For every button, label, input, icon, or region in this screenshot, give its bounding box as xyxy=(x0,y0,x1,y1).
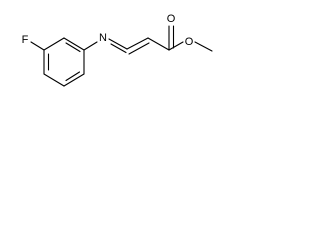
carbonyl-oxygen-atom-label: O xyxy=(167,13,176,25)
ring-bond-4 xyxy=(63,73,85,87)
ester-oxygen-atom-label: O xyxy=(185,36,194,48)
ring-bond-1 xyxy=(43,37,65,51)
methyl-bond xyxy=(194,41,213,52)
ring-bond-5 xyxy=(43,73,65,87)
ring-double-bond-a xyxy=(65,42,81,53)
nitrogen-atom-label: N xyxy=(99,32,107,44)
imine-double-bond-2 xyxy=(110,43,127,54)
ester-oxygen-bond xyxy=(168,41,184,51)
carbon-fluorine-bond xyxy=(30,41,45,51)
imine-double-bond-1 xyxy=(108,38,128,50)
ring-double-bond-b xyxy=(65,71,81,82)
chemical-structure-diagram: F N O O xyxy=(22,13,213,87)
aryl-nitrogen-bond xyxy=(83,41,98,51)
ketene-double-bond-1 xyxy=(126,37,149,50)
ring-bond-2 xyxy=(63,37,85,51)
fluorine-atom-label: F xyxy=(22,34,29,46)
chain-to-carbonyl-bond xyxy=(147,37,170,51)
ketene-double-bond-2 xyxy=(128,42,150,55)
benzene-ring xyxy=(43,37,85,87)
